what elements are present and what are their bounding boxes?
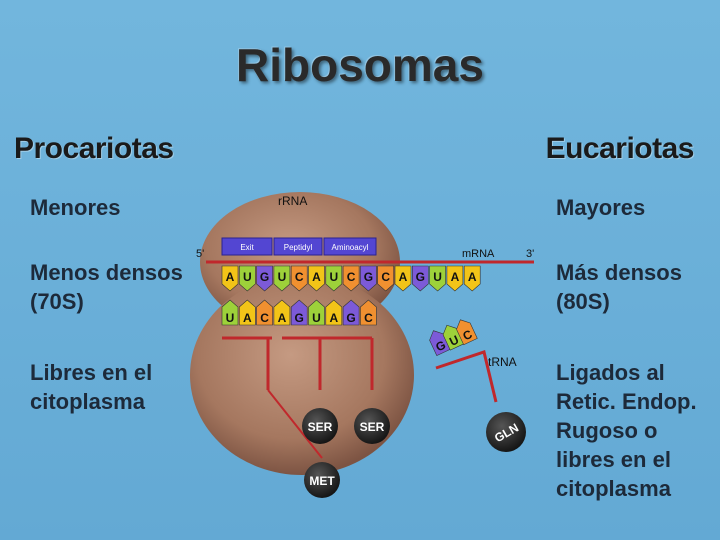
eukaryote-size: Mayores: [556, 195, 646, 220]
exit-site-label: Exit: [240, 243, 254, 252]
mrna-base-6-tile: [325, 265, 343, 292]
mrna-base-4-label: C: [295, 270, 304, 284]
peptide-bond: [267, 389, 323, 459]
anticodon-base-0-tile: [221, 299, 239, 326]
trna-label: tRNA: [488, 355, 517, 369]
mrna-base-9-label: C: [381, 270, 390, 284]
anticodon-base-7-tile: [342, 299, 360, 326]
trna-stalk-1: [222, 336, 272, 390]
anticodon-base-4-label: G: [295, 311, 304, 325]
mrna-base-13-label: A: [451, 270, 460, 284]
mrna-label: mRNA: [462, 248, 495, 260]
anticodon-base-0-label: U: [226, 311, 235, 325]
rrna-label: rRNA: [278, 194, 307, 208]
peptidyl-site-bar: [273, 237, 323, 256]
amino-acid-ser-1: [302, 408, 338, 444]
heading-prokaryotes: Procariotas: [14, 132, 174, 165]
amino-acid-met: [304, 462, 340, 498]
free-anticodon-group-0: G: [429, 330, 451, 356]
mrna-base-14-tile: [463, 265, 481, 292]
free-anticodon-base-2-tile: [456, 319, 478, 346]
aminoacyl-site-bar: [323, 237, 377, 256]
mrna-base-0-label: A: [226, 270, 235, 284]
mrna-base-3-tile: [273, 265, 291, 292]
anticodon-base-1-tile: [239, 299, 256, 326]
anticodon-base-1-label: A: [243, 311, 252, 325]
anticodon-base-4-tile: [290, 299, 308, 326]
mrna-base-5-tile: [308, 265, 325, 292]
anticodon-base-5-tile: [308, 299, 325, 326]
mrna-base-13-tile: [446, 265, 464, 292]
mrna-base-9-tile: [377, 265, 394, 292]
three-prime-label: 3': [526, 248, 534, 260]
mrna-base-7-label: C: [347, 270, 356, 284]
mrna-base-14-label: A: [468, 270, 477, 284]
mrna-base-11-label: G: [416, 270, 425, 284]
free-trna-stalk: [435, 350, 498, 403]
anticodon-base-2-label: C: [260, 311, 269, 325]
slide-title: Ribosomas: [236, 39, 484, 91]
prokaryote-density: Menos densos (70S): [30, 260, 183, 314]
anticodon-base-8-tile: [360, 299, 377, 326]
mrna-base-6-label: U: [329, 270, 338, 284]
mrna-base-4-tile: [290, 265, 308, 292]
amino-acid-ser-2-label: SER: [360, 420, 385, 434]
free-anticodon-group-1: U: [442, 324, 465, 351]
mrna-base-8-label: G: [364, 270, 373, 284]
anticodon-base-8-label: C: [364, 311, 373, 325]
peptidyl-site-label: Peptidyl: [284, 243, 313, 252]
anticodon-base-2-tile: [256, 299, 273, 326]
mrna-base-3-label: U: [278, 270, 287, 284]
mrna-base-2-label: G: [260, 270, 269, 284]
anticodon-base-6-label: A: [329, 311, 338, 325]
anticodon-base-5-label: U: [312, 311, 321, 325]
prokaryote-size: Menores: [30, 195, 121, 220]
trna-stalk-2: [282, 336, 374, 390]
exit-site-bar: [221, 237, 273, 256]
amino-acid-ser-2: [354, 408, 390, 444]
amino-acid-ser-1-label: SER: [308, 420, 333, 434]
mrna-base-12-tile: [429, 265, 446, 292]
mrna-base-5-label: A: [312, 270, 321, 284]
anticodon-base-3-tile: [273, 299, 291, 326]
anticodon-base-3-label: A: [278, 311, 287, 325]
eukaryote-density: Más densos (80S): [556, 260, 682, 314]
mrna-base-10-tile: [394, 265, 412, 292]
heading-eukaryotes: Eucariotas: [545, 132, 695, 165]
prokaryote-location: Libres en el citoplasma: [30, 360, 153, 414]
amino-acid-met-label: MET: [309, 474, 335, 488]
mrna-base-1-tile: [239, 265, 256, 292]
five-prime-label: 5': [196, 248, 204, 260]
mrna-base-11-tile: [412, 265, 429, 292]
mrna-base-8-tile: [360, 265, 377, 292]
mrna-base-10-label: A: [399, 270, 408, 284]
eukaryote-location: Ligados al Retic. Endop. Rugoso o libres…: [556, 360, 697, 501]
aminoacyl-site-label: Aminoacyl: [332, 243, 369, 252]
mrna-base-0-tile: [221, 265, 239, 292]
anticodon-base-6-tile: [325, 299, 343, 326]
free-anticodon-group-2: C: [456, 319, 478, 346]
anticodon-base-7-label: G: [346, 311, 355, 325]
mrna-base-7-tile: [342, 265, 360, 292]
mrna-base-12-label: U: [433, 270, 442, 284]
amino-acid-gln: [486, 412, 526, 452]
mrna-base-1-label: U: [243, 270, 252, 284]
mrna-base-2-tile: [256, 265, 273, 292]
